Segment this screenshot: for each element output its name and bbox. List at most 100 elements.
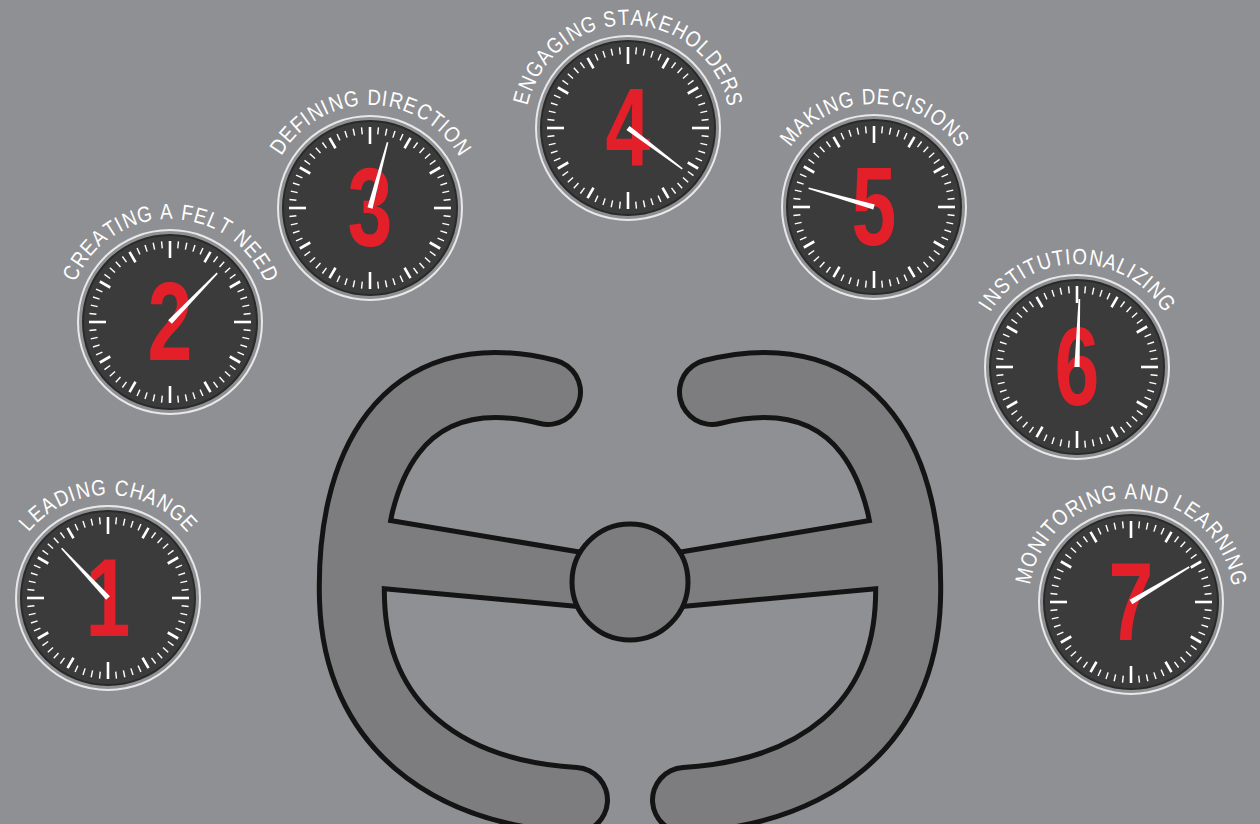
gauge-tick [568,74,573,79]
gauge-tick [213,382,217,388]
gauge-tick [938,206,955,209]
gauge-tick [168,550,174,554]
gauge-tick [611,200,612,207]
gauge-tick [240,297,247,299]
gauge-tick [1201,625,1208,627]
gauge-tick [138,524,141,530]
gauge-tick [430,251,436,255]
gauge-tick [438,238,444,241]
gauge-tick [91,519,92,526]
gauge-tick [1107,293,1110,299]
gauge-tick [658,196,661,202]
gauge-tick [996,358,1003,360]
gauge-tick [353,280,354,287]
gauge-tick [107,517,110,534]
gauge-tick [678,183,683,188]
gauge-tick [293,231,300,233]
gauge-tick [946,190,953,191]
gauge-tick [643,49,644,56]
gauge-tick [413,268,417,274]
label-letter: N [1087,247,1103,271]
gauge-tick [300,243,310,249]
gauge-tick [702,135,709,137]
gauge-tick [683,178,688,183]
gauge-tick [588,58,594,68]
gauge-tick [1203,617,1210,618]
gauge-tick [176,628,182,631]
gauge-tick [1203,585,1210,586]
gauge-tick [841,133,844,139]
gauge-tick [1132,313,1137,318]
gauge-tick [68,658,74,668]
gauge-tick [316,263,321,268]
gauge-tick [310,258,315,263]
label-letter [1116,482,1123,504]
gauge-tick [1191,562,1201,568]
gauge-tick [635,47,637,54]
gauge-tick [904,275,907,281]
label-letter: G [90,477,105,500]
gauge-tick [185,243,186,250]
gauge-tick [793,206,810,209]
gauge-dial: LEADING CHANGE1 [15,505,201,691]
gauge-tick [1023,422,1028,427]
gauge-needle [1038,509,1224,695]
gauge-tick [1077,542,1082,547]
gauge-tick [34,628,40,631]
needle-pointer [808,187,874,209]
gauge-tick [1083,662,1087,668]
label-letter [359,88,366,110]
gauge-tick [38,558,48,564]
gauge-tick [996,374,1003,376]
gauge-tick [948,198,955,200]
gauge-tick [944,182,951,184]
gauge-tick [549,143,556,144]
gauge-tick [234,321,251,324]
gauge-tick [795,222,802,223]
gauge-tick [1132,417,1137,422]
gauge-tick [225,372,230,377]
gauge-tick [1000,342,1007,344]
gauge-tick [168,558,178,564]
gauge-tick [1052,617,1059,618]
label-letter: D [1152,484,1170,509]
gauge-tick [369,272,372,289]
gauge-tick [671,188,675,194]
gauge-tick [42,641,48,645]
label-letter: E [876,86,889,109]
gauge-tick [143,528,149,538]
gauge-tick [300,168,310,174]
gauge-tick [48,648,53,653]
gauge-tick [841,275,844,281]
gauge-tick [671,62,675,68]
gauge-tick [193,392,195,399]
gauge-tick [289,207,306,210]
gauge-tick [934,167,944,173]
gauge-tick [619,202,621,209]
gauge-tick [89,313,96,315]
gauge-tick [588,188,594,198]
gauge-tick [1029,301,1033,307]
gauge-tick [34,565,40,568]
gauge-tick [678,68,683,73]
gauge-tick [814,153,819,158]
gauge-needle [277,115,463,301]
gauge-tick [1000,390,1007,392]
gauge-tick [337,134,340,140]
gauge-tick [574,68,579,73]
gauge-tick [1137,319,1143,323]
gauge-tick [1130,666,1133,683]
gauge-tick [551,151,558,153]
gauge-tick [230,282,240,288]
gauge-tick [897,130,899,137]
gauge-tick [230,274,236,278]
gauge-tick [1161,670,1164,676]
gauge-tick [849,277,851,284]
gauge-tick [89,329,96,331]
gauge-tick [31,621,38,623]
gauge-tick [1054,577,1061,579]
gauge-tick [1092,288,1093,295]
gauge-tick [430,168,440,174]
wheel-outline [352,385,908,800]
wheel-hub [572,524,688,640]
